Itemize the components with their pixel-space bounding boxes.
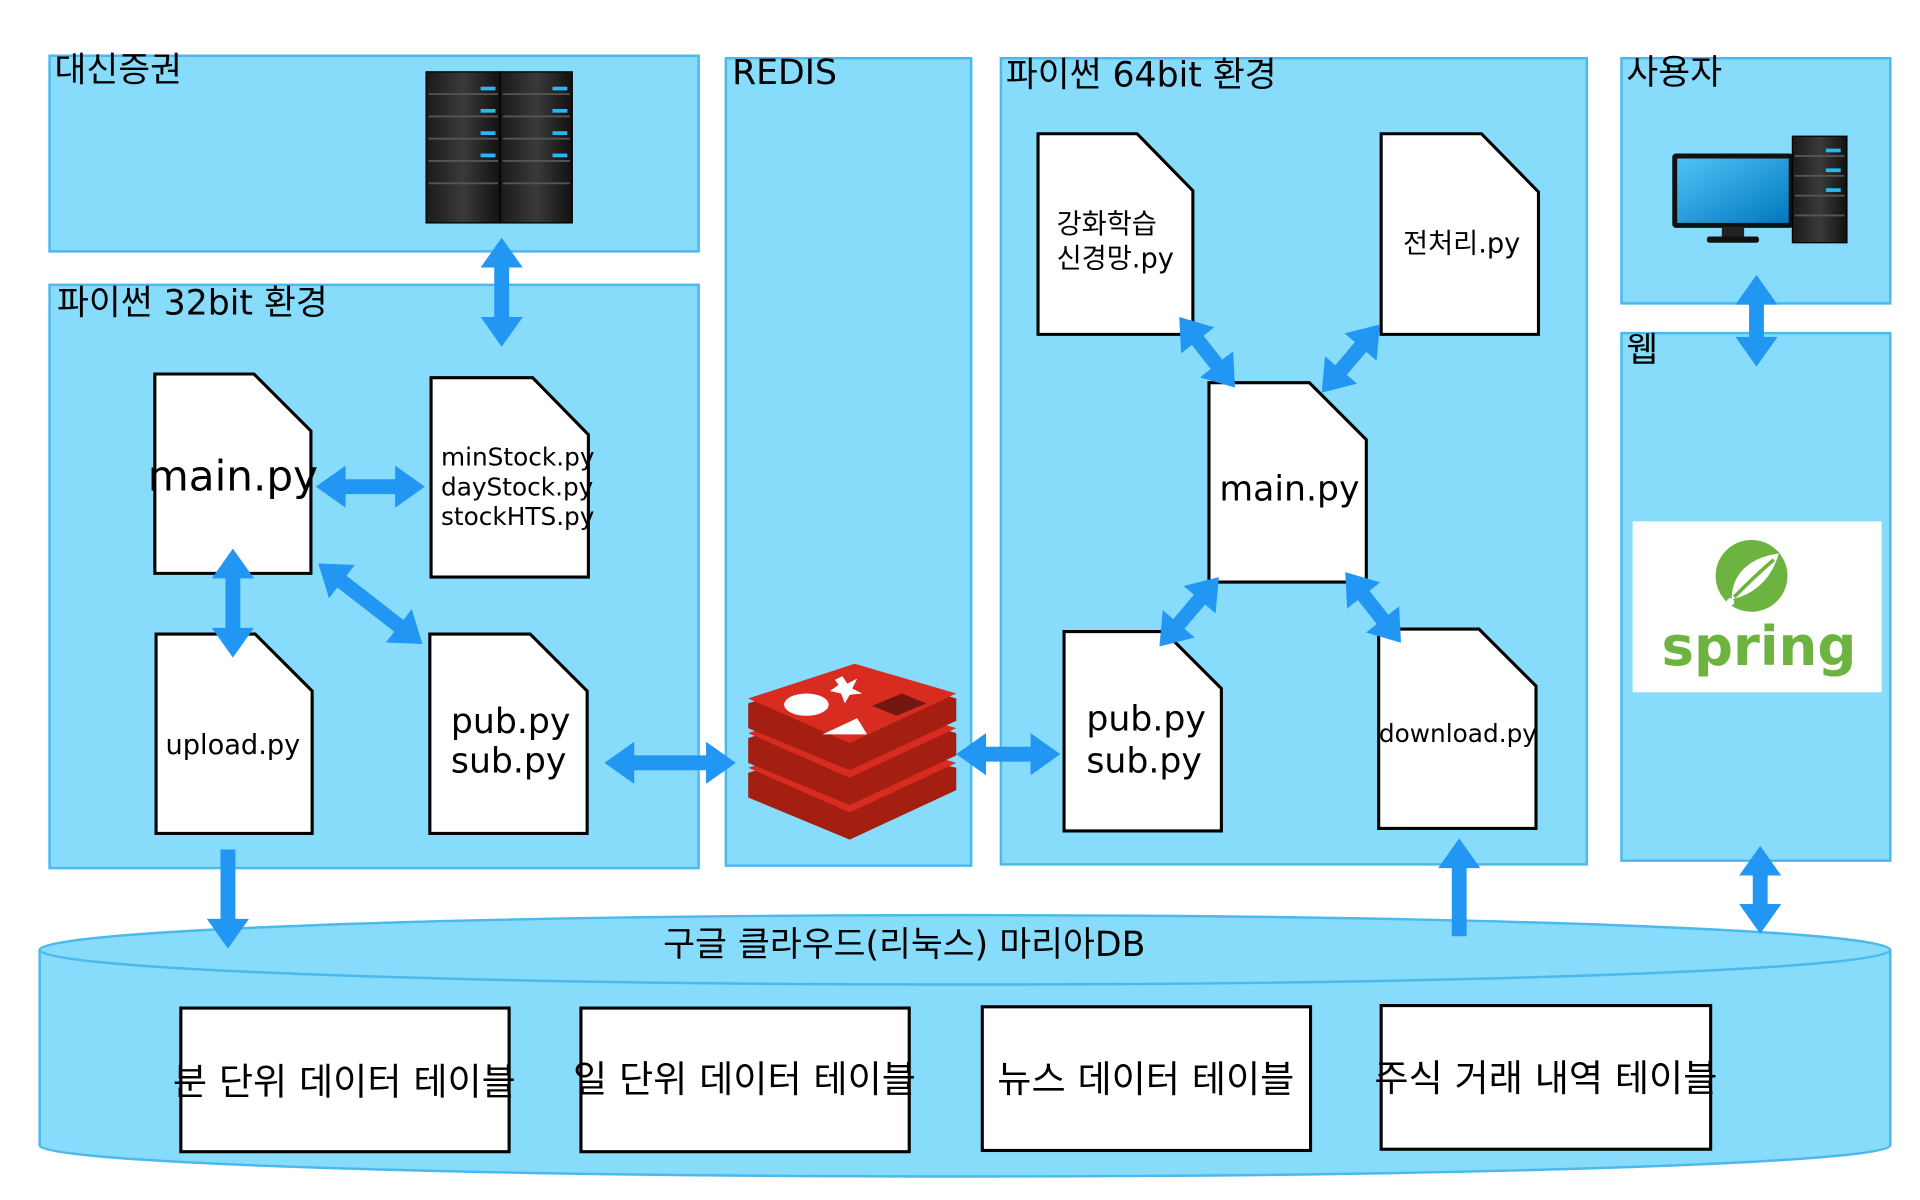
spring-logo-icon: spring (1632, 521, 1882, 693)
db-table-trades: 주식 거래 내역 테이블 (1374, 1004, 1717, 1151)
db-table-day: 일 단위 데이터 테이블 (573, 1006, 916, 1154)
doc-label-main-32: main.py (148, 451, 318, 500)
doc-pubsub-32: pub.py sub.py (428, 632, 589, 835)
panel-python32: 파이썬 32bit 환경 (48, 284, 700, 870)
doc-main-64: main.py (1207, 381, 1368, 584)
arrow-web-db (1739, 845, 1782, 934)
db-table-label-minute: 분 단위 데이터 테이블 (173, 1061, 516, 1104)
doc-label-download: download.py (1379, 719, 1537, 748)
doc-label-rl-2: 신경망.py (1057, 243, 1174, 274)
panel-title-python32: 파이썬 32bit 환경 (57, 284, 328, 324)
spring-logo-text: spring (1662, 614, 1857, 678)
doc-rl-network: 강화학습 신경망.py (1036, 132, 1195, 336)
arrow-main64-pubsub64 (1159, 577, 1219, 647)
arrow-user-web (1735, 274, 1778, 367)
arrow-pubsub32-redis (604, 741, 736, 784)
arrow-main64-download (1345, 572, 1401, 643)
arrow-preprocess-main64 (1321, 324, 1380, 393)
db-table-news: 뉴스 데이터 테이블 (980, 1005, 1313, 1153)
doc-label-rl-1: 강화학습 (1057, 209, 1157, 240)
doc-main-32: main.py (148, 372, 318, 575)
panel-title-daishin: 대신증권 (55, 51, 183, 91)
doc-label-stockhts: stockHTS.py (441, 502, 594, 531)
panel-title-user: 사용자 (1626, 53, 1722, 93)
arrow-rl-main64 (1179, 317, 1235, 388)
arrow-main32-upload (211, 548, 254, 658)
arrow-upload-db (206, 849, 249, 949)
doc-label-preprocess: 전처리.py (1403, 229, 1520, 260)
arrow-redis-pubsub64 (956, 733, 1061, 776)
desktop-computer-icon (1672, 135, 1848, 244)
database-title: 구글 클라우드(리눅스) 마리아DB (663, 925, 1145, 965)
arrow-main32-pubsub (318, 563, 423, 644)
doc-label-minstock: minStock.py (441, 443, 595, 472)
doc-label-daystock: dayStock.py (441, 472, 593, 501)
panel-title-redis: REDIS (732, 53, 837, 93)
panel-title-python64: 파이썬 64bit 환경 (1006, 56, 1277, 96)
doc-label-upload: upload.py (165, 730, 300, 761)
redis-logo-icon (748, 663, 957, 840)
db-table-label-day: 일 단위 데이터 테이블 (573, 1058, 916, 1101)
panel-daishin: 대신증권 (48, 51, 700, 253)
db-table-label-news: 뉴스 데이터 테이블 (997, 1058, 1294, 1101)
arrow-main32-stock (315, 465, 425, 508)
arrow-daishin-main32 (480, 237, 523, 347)
doc-label-pub-64: pub.py (1086, 700, 1206, 740)
db-table-minute: 분 단위 데이터 테이블 (173, 1006, 516, 1154)
doc-upload: upload.py (154, 632, 314, 835)
doc-label-sub-32: sub.py (451, 742, 567, 782)
doc-label-main-64: main.py (1219, 469, 1359, 509)
panel-title-web: 웹 (1626, 331, 1658, 371)
doc-pubsub-64: pub.py sub.py (1062, 630, 1223, 833)
connection-arrows (206, 237, 1782, 949)
arrow-db-download (1438, 838, 1481, 937)
doc-label-pub-32: pub.py (451, 702, 571, 742)
doc-download: download.py (1377, 627, 1538, 831)
doc-preprocess: 전처리.py (1379, 132, 1541, 336)
server-rack-icon (425, 71, 573, 224)
db-table-label-trades: 주식 거래 내역 테이블 (1374, 1057, 1717, 1100)
doc-label-sub-64: sub.py (1086, 742, 1202, 782)
doc-stock-modules: minStock.py dayStock.py stockHTS.py (429, 376, 595, 579)
